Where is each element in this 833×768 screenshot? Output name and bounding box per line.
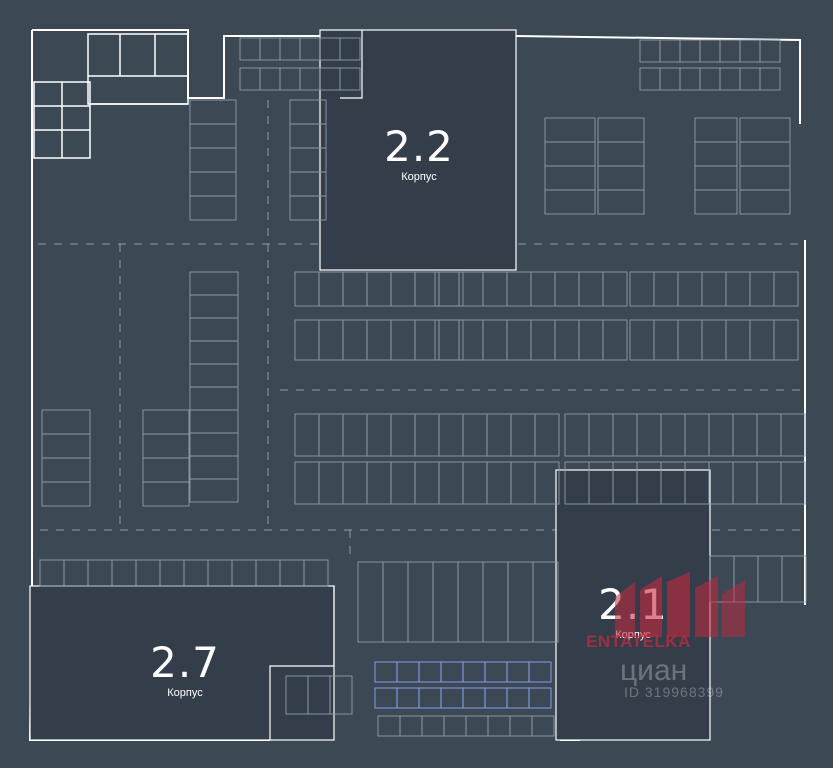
parking-spot bbox=[303, 559, 329, 587]
parking-spot bbox=[602, 271, 628, 307]
parking-spot bbox=[781, 555, 807, 603]
parking-spot bbox=[534, 413, 560, 457]
building-2-2-footprint bbox=[319, 29, 517, 271]
accent-parking-spot bbox=[528, 661, 552, 683]
building-word: Корпус bbox=[167, 687, 203, 699]
accent-parking-spot bbox=[528, 687, 552, 709]
parking-spot bbox=[773, 319, 799, 361]
parking-spot bbox=[759, 39, 781, 63]
parking-spot bbox=[780, 413, 806, 457]
driving-lanes bbox=[38, 100, 800, 560]
parking-spot bbox=[329, 675, 353, 715]
building-label-2-2: 2.2 Корпус bbox=[366, 126, 472, 183]
parking-spot bbox=[532, 561, 559, 643]
parking-spot bbox=[189, 195, 237, 221]
parking-spot bbox=[289, 195, 327, 221]
building-2-7-footprint bbox=[29, 585, 335, 741]
parking-spot bbox=[339, 37, 361, 61]
building-word: Корпус bbox=[615, 629, 651, 641]
parking-spot bbox=[759, 67, 781, 91]
parking-spot bbox=[602, 319, 628, 361]
building-number: 2.7 bbox=[150, 638, 220, 687]
parking-spot bbox=[339, 67, 361, 91]
parking-spot bbox=[773, 271, 799, 307]
building-label-2-7: 2.7 Корпус bbox=[132, 642, 238, 699]
parking-spot bbox=[41, 481, 91, 507]
parking-spot bbox=[544, 189, 596, 215]
parking-spots bbox=[39, 37, 807, 737]
parking-spot bbox=[739, 189, 791, 215]
parking-spot bbox=[534, 461, 560, 505]
parking-spot bbox=[189, 478, 239, 503]
technical-rooms-top-left bbox=[33, 33, 189, 159]
building-label-2-1: 2.1 Корпус bbox=[580, 584, 686, 641]
parking-spot bbox=[780, 461, 806, 505]
building-word: Корпус bbox=[401, 171, 437, 183]
building-number: 2.2 bbox=[384, 122, 454, 171]
parking-spot bbox=[531, 715, 555, 737]
building-number: 2.1 bbox=[598, 580, 668, 629]
parking-spot bbox=[597, 189, 645, 215]
parking-spot bbox=[142, 481, 190, 507]
parking-spot bbox=[694, 189, 738, 215]
